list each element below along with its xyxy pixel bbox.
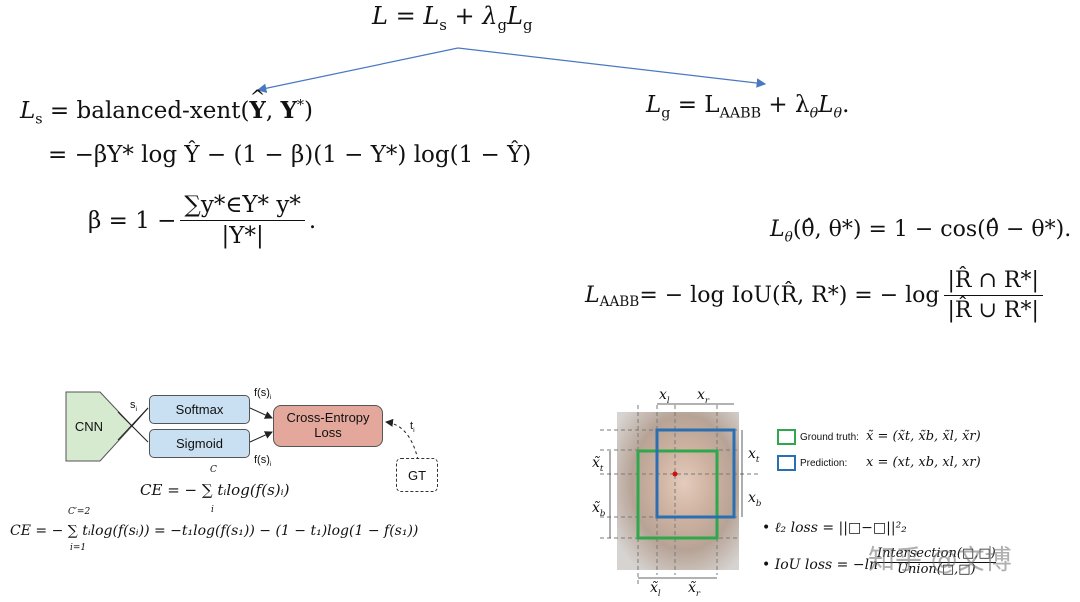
xr-tilde-label: x̃r (688, 580, 701, 599)
xb-label: xb (748, 490, 762, 509)
xl-tilde-label: x̃l (650, 580, 661, 599)
xt-tilde-label: x̃t (592, 455, 604, 474)
fs-bottom-label: f(s)i (254, 454, 272, 469)
ltheta-equation: Lθ(θ̂, θ*) = 1 − cos(θ̂ − θ*). (770, 217, 1072, 246)
ground-truth-box (636, 449, 719, 540)
sigmoid-box: Sigmoid (149, 429, 250, 458)
xt-label: xt (748, 446, 760, 465)
xb-tilde-label: x̃b (592, 500, 606, 519)
pred-legend-eq: x = (xt, xb, xl, xr) (866, 455, 981, 470)
s-i-label: si (130, 399, 138, 414)
watermark: 知乎 @文博 (868, 545, 1012, 576)
ce-equation-1: C CE = − ∑ tᵢlog(f(s)ᵢ) i (140, 465, 290, 515)
lg-equation: Lg = LAABB + λθLθ. (646, 92, 850, 122)
xr-label: xr (697, 387, 710, 406)
gt-box: GT (396, 458, 438, 492)
softmax-box: Softmax (149, 395, 250, 424)
gt-legend-eq: x̃ = (x̃t, x̃b, x̃l, x̃r) (866, 429, 981, 444)
ce-eq2-limits: C′=2 (68, 507, 91, 517)
beta-equation: β = 1 − ∑y*∈Y* y* |Y*| . (88, 192, 317, 249)
t-i-label: ti (410, 420, 415, 435)
iou-loss-fraction: Intersection(□,□) Union(□,□) (877, 546, 996, 578)
iou-loss-eq: • IoU loss = −ln (762, 557, 879, 573)
cross-entropy-loss-box: Cross-Entropy Loss (273, 405, 383, 447)
ls-equation-line1: Ls = balanced-xent(Y, Y*) (20, 87, 313, 128)
ce-eq1-limits: C (210, 465, 217, 475)
pred-legend-label: Prediction: (800, 458, 848, 469)
l2-loss-eq: • ℓ₂ loss = ||□−□||²₂ (762, 520, 907, 536)
cnn-label: CNN (74, 419, 104, 434)
ce-eq1-sub: i (211, 505, 214, 515)
pred-legend-square (777, 455, 796, 471)
gt-legend-label: Ground truth: (800, 432, 859, 443)
center-point (672, 471, 678, 477)
ls-equation-line2: = −βY* log Ŷ − (1 − β)(1 − Y*) log(1 − Ŷ… (48, 142, 532, 168)
xl-label: xl (659, 387, 670, 406)
cnn-block (65, 391, 133, 462)
main-equation: L = Ls + λgLg (372, 2, 533, 34)
ce-equation-2: C′=2 CE = − ∑ tᵢlog(f(sᵢ)) = −t₁log(f(s₁… (10, 507, 419, 553)
prediction-box (655, 428, 736, 519)
fs-top-label: f(s)i (254, 387, 272, 402)
gt-legend-square (777, 429, 796, 445)
ce-eq2-sub: i=1 (70, 543, 87, 553)
